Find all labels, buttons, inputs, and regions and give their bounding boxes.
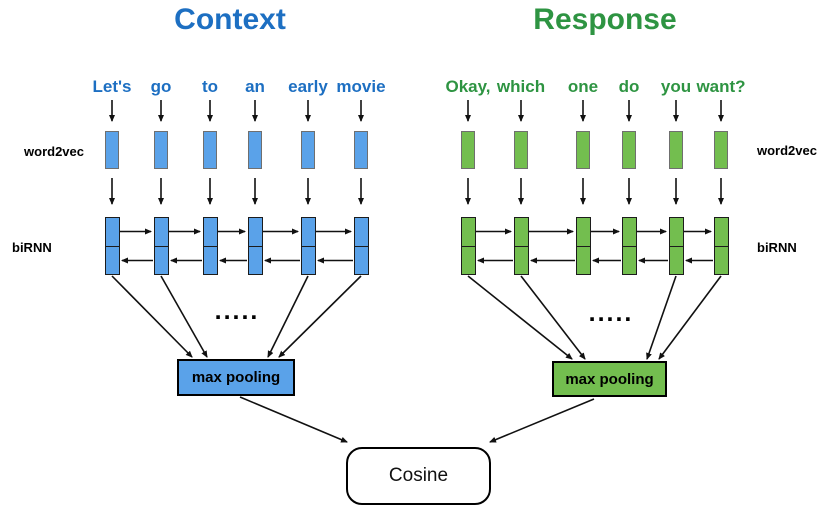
context-max-pooling-box: max pooling [177,359,295,396]
context-birnn-unit-2 [203,217,218,275]
context-word2vec-rect-4 [301,131,315,169]
context-word2vec-rect-2 [203,131,217,169]
context-word-0: Let's [92,77,132,96]
response-word-3: do [618,77,640,96]
birnn-label-right: biRNN [757,240,797,255]
response-birnn-unit-0 [461,217,476,275]
birnn-cell-divider [155,246,168,247]
birnn-cell-divider [577,246,590,247]
context-birnn-unit-5 [354,217,369,275]
context-title: Context [174,3,286,36]
birnn-cell-divider [715,246,728,247]
context-birnn-unit-3 [248,217,263,275]
birnn-cell-divider [204,246,217,247]
context-word2vec-rect-0 [105,131,119,169]
birnn-cell-divider [249,246,262,247]
context-birnn-unit-1 [154,217,169,275]
context-birnn-unit-4 [301,217,316,275]
response-word-5: want? [696,77,746,96]
response-word2vec-rect-3 [622,131,636,169]
birnn-cell-divider [106,246,119,247]
cosine-box: Cosine [346,447,491,505]
word2vec-label-left: word2vec [24,144,84,159]
context-word-5: movie [336,77,386,96]
response-birnn-unit-3 [622,217,637,275]
response-word-0: Okay, [445,77,491,96]
response-word2vec-rect-2 [576,131,590,169]
response-word2vec-rect-4 [669,131,683,169]
response-title: Response [533,3,677,36]
context-word2vec-rect-5 [354,131,368,169]
response-word-2: one [567,77,599,96]
context-word2vec-rect-3 [248,131,262,169]
context-word-1: go [150,77,172,96]
context-word2vec-rect-1 [154,131,168,169]
response-birnn-unit-2 [576,217,591,275]
response-birnn-unit-1 [514,217,529,275]
response-word2vec-rect-5 [714,131,728,169]
context-word-2: to [201,77,219,96]
word2vec-label-right: word2vec [757,143,817,158]
cosine-label: Cosine [388,465,449,486]
birnn-cell-divider [302,246,315,247]
context-word-4: early [288,77,328,96]
birnn-label-left: biRNN [12,240,52,255]
birnn-cell-divider [355,246,368,247]
response-ellipsis-dots: ..... [588,299,634,327]
response-word-4: you [660,77,692,96]
context-birnn-unit-0 [105,217,120,275]
birnn-cell-divider [623,246,636,247]
context-word-3: an [245,77,265,96]
birnn-cell-divider [462,246,475,247]
response-word2vec-rect-1 [514,131,528,169]
birnn-cell-divider [670,246,683,247]
response-word-1: which [496,77,546,96]
response-birnn-unit-4 [669,217,684,275]
response-max-pooling-box: max pooling [552,361,667,397]
response-birnn-unit-5 [714,217,729,275]
context-ellipsis-dots: ..... [214,297,260,325]
response-word2vec-rect-0 [461,131,475,169]
birnn-cell-divider [515,246,528,247]
